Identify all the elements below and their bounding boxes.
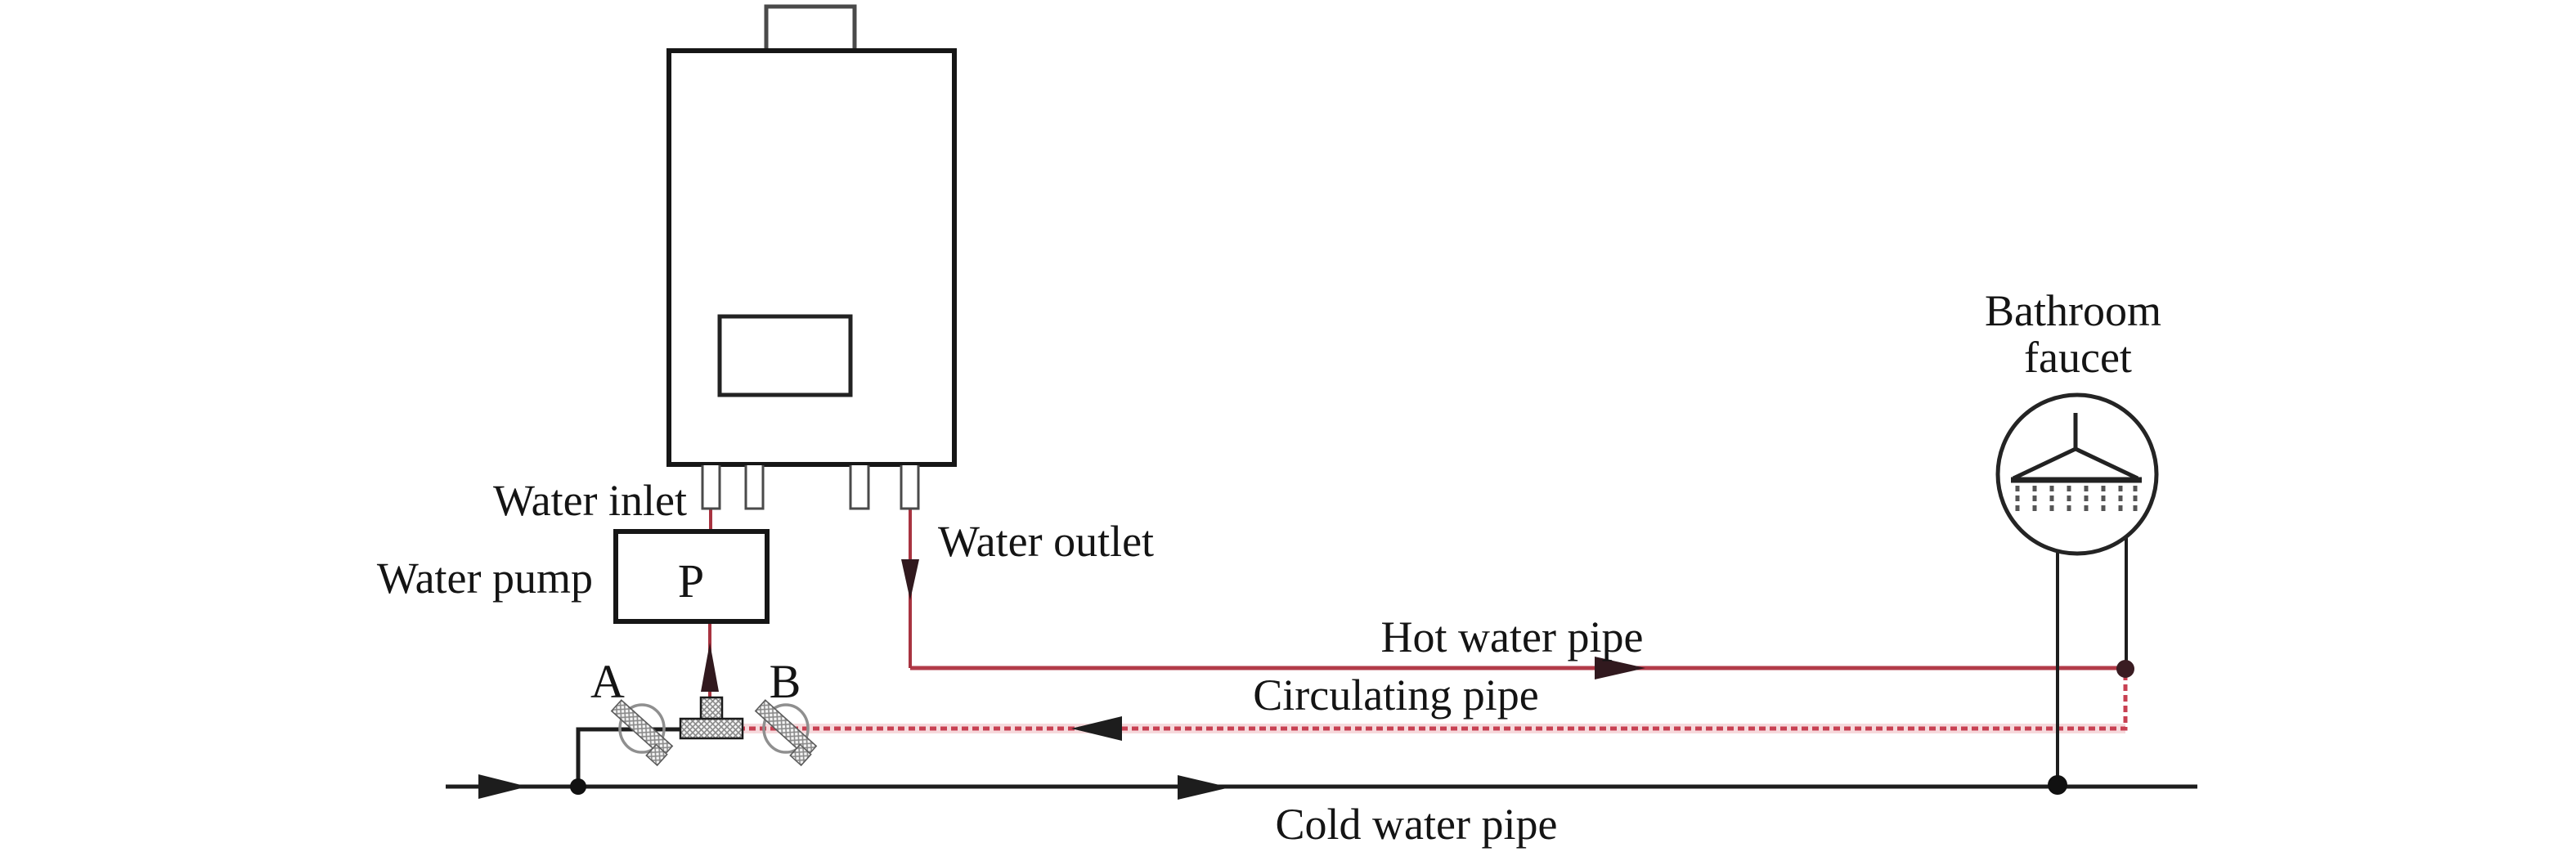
outlet-flow-arrow-down [901, 559, 919, 600]
shower-spray [2015, 486, 2138, 515]
valve-b-body [762, 703, 810, 754]
cold-branch-junction-dot [570, 778, 586, 795]
valve-a-body [618, 703, 666, 754]
heater-stub-2 [744, 465, 765, 510]
water-inlet-label: Water inlet [493, 476, 687, 525]
cold-water-pipe-label: Cold water pipe [1276, 800, 1558, 849]
cold-branch-to-valve-a [576, 727, 681, 787]
bathroom-faucet-symbol [1995, 392, 2159, 556]
cold-flow-arrow-mid [1178, 775, 1230, 800]
pump-symbol-label: P [678, 554, 704, 608]
hot-water-pipe-label: Hot water pipe [1381, 612, 1644, 661]
water-outlet-label: Water outlet [938, 517, 1154, 566]
valve-a-label: A [590, 655, 625, 708]
bathroom-faucet-label-line1: Bathroom [1985, 286, 2161, 335]
water-heater-body [666, 48, 957, 467]
circulating-pipe-line [742, 674, 2128, 731]
heater-stub-inlet [701, 465, 721, 510]
shower-cone-right [2074, 446, 2139, 481]
circulating-flow-arrow [1071, 716, 1122, 741]
circulating-pipe-label: Circulating pipe [1253, 670, 1538, 720]
valve-b-handle [789, 743, 812, 767]
hot-flow-arrow [1595, 657, 1645, 679]
valve-a-stem [610, 699, 674, 758]
pump-flow-arrow-up [701, 643, 719, 692]
water-pump-box [613, 529, 770, 624]
tee-fitting [679, 696, 744, 740]
faucet-cold-junction-dot [2048, 775, 2067, 795]
valve-b [754, 699, 818, 767]
water-pump-label: Water pump [377, 554, 593, 603]
heater-display-window [717, 314, 853, 397]
heater-stub-outlet [900, 465, 920, 510]
bathroom-faucet-label-line2: faucet [2024, 333, 2132, 382]
shower-cone-left [2012, 446, 2077, 481]
valve-b-label: B [770, 655, 801, 708]
heater-flue [764, 4, 857, 55]
cold-flow-arrow-left [478, 774, 527, 799]
faucet-circle [1995, 392, 2159, 556]
heater-stub-3 [849, 465, 870, 510]
valve-b-stem [754, 699, 818, 758]
valve-a-handle [645, 743, 668, 767]
valve-a [610, 699, 674, 767]
hot-pipe-end-junction-dot [2116, 660, 2134, 678]
